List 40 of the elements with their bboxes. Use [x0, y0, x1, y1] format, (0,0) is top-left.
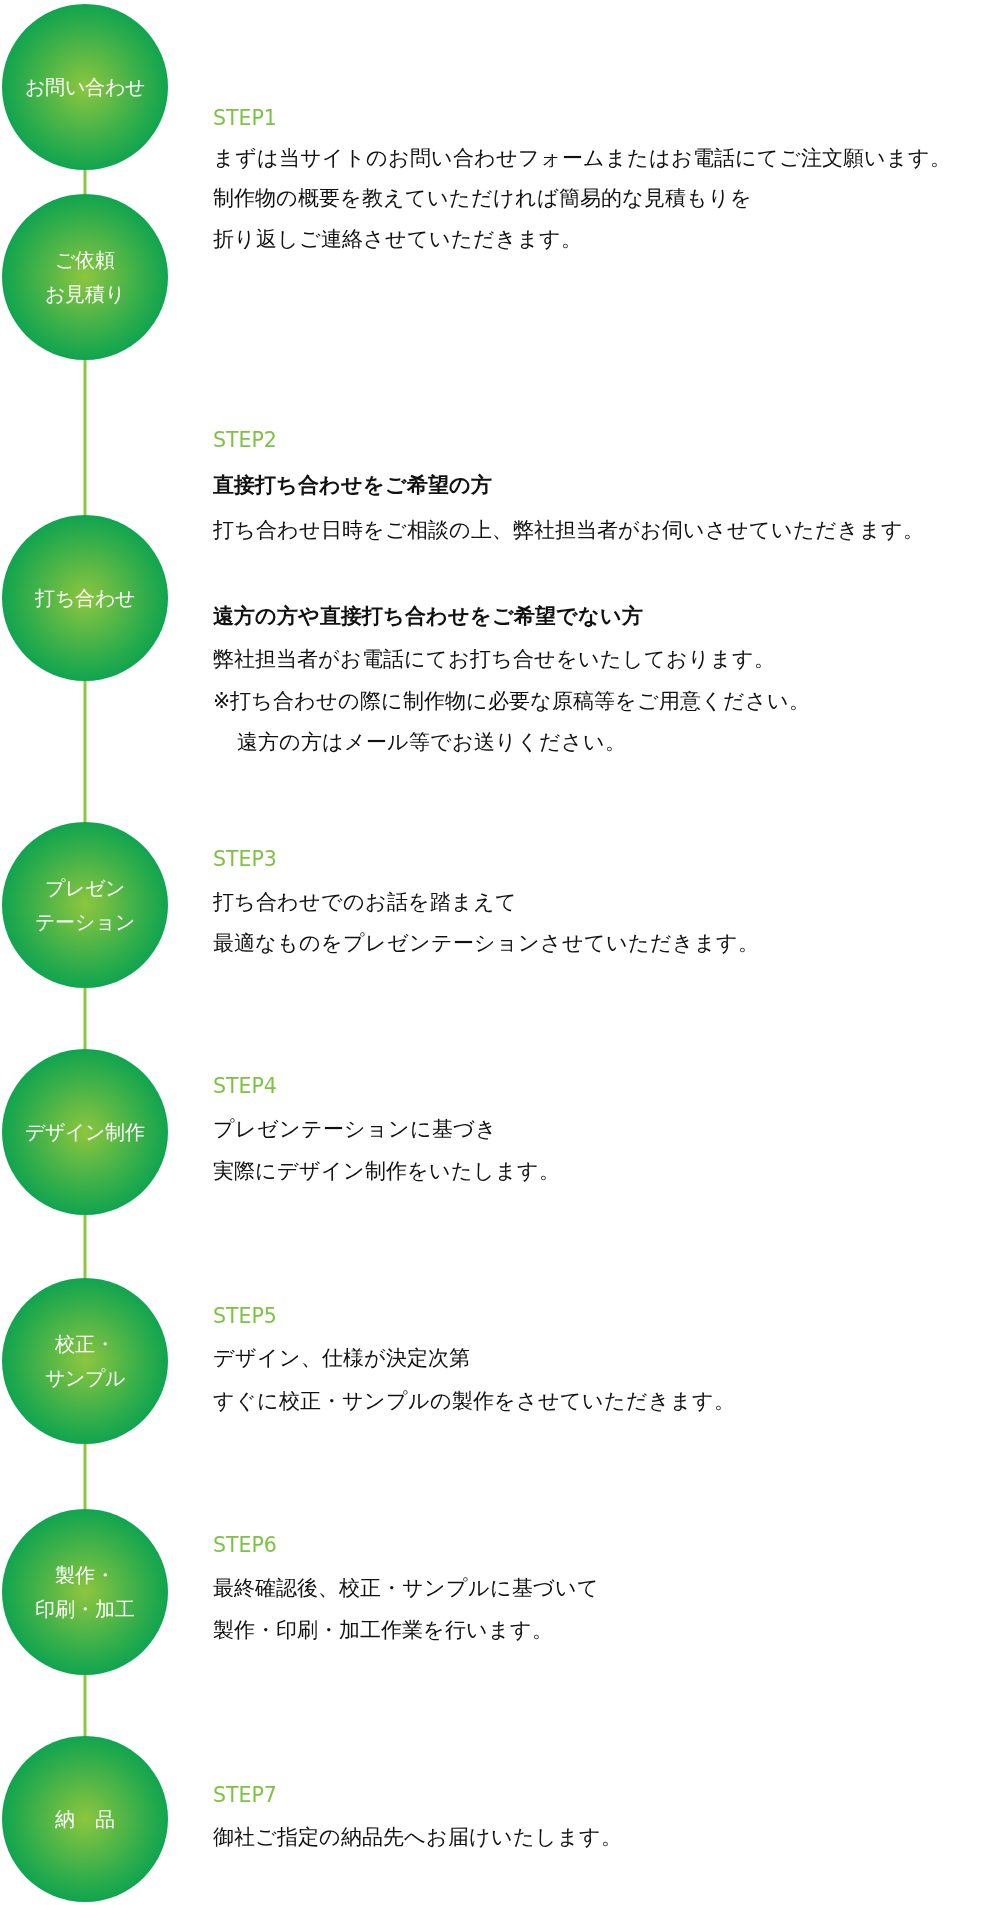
step-name: 納 品 [55, 1806, 115, 1833]
description-text: プレゼンテーションに基づき [213, 1116, 497, 1143]
connector-line [83, 988, 87, 1049]
connector-line [83, 1215, 87, 1278]
step-name: プレゼンテーション [35, 875, 135, 936]
step-name: 製作・印刷・加工 [35, 1562, 135, 1623]
step-number: STEP3 [213, 846, 277, 873]
description-text: 制作物の概要を教えていただければ簡易的な見積もりを [213, 185, 752, 212]
description-text: ※打ち合わせの際に制作物に必要な原稿等をご用意ください。 [213, 688, 811, 715]
step-number: STEP4 [213, 1073, 277, 1100]
step-number: STEP1 [213, 105, 277, 132]
description-text: 打ち合わせでのお話を踏まえて [213, 889, 517, 916]
heading: 遠方の方や直接打ち合わせをご希望でない方 [213, 603, 643, 630]
connector-line [83, 360, 87, 515]
connector-line [83, 1444, 87, 1509]
connector-line [83, 681, 87, 822]
step-number: STEP6 [213, 1532, 277, 1559]
step-name: 打ち合わせ [35, 585, 135, 612]
description-text: 折り返しご連絡させていただきます。 [213, 226, 582, 253]
step-number: STEP2 [213, 427, 277, 454]
description-text: すぐに校正・サンプルの製作をさせていただきます。 [213, 1388, 735, 1415]
description-text: 最終確認後、校正・サンプルに基づいて [213, 1575, 599, 1602]
connector-line [83, 170, 87, 194]
step-name: 校正・サンプル [45, 1331, 125, 1392]
step-name: お問い合わせ [25, 74, 145, 101]
step-number: STEP5 [213, 1303, 277, 1330]
description-text: デザイン、仕様が決定次第 [213, 1345, 470, 1372]
description-text: 遠方の方はメール等でお送りください。 [237, 729, 626, 756]
step-name: ご依頼お見積り [45, 247, 125, 308]
connector-line [83, 1675, 87, 1736]
description-text: 最適なものをプレゼンテーションさせていただきます。 [213, 930, 759, 957]
description-text: 実際にデザイン制作をいたします。 [213, 1158, 560, 1185]
description-text: まずは当サイトのお問い合わせフォームまたはお電話にてご注文願います。 [213, 145, 951, 172]
step-name: デザイン制作 [25, 1119, 145, 1146]
description-text: 製作・印刷・加工作業を行います。 [213, 1617, 553, 1644]
heading: 直接打ち合わせをご希望の方 [213, 472, 492, 499]
description-text: 弊社担当者がお電話にてお打ち合せをいたしております。 [213, 646, 775, 673]
description-text: 打ち合わせ日時をご相談の上、弊社担当者がお伺いさせていただきます。 [213, 517, 924, 544]
step-number: STEP7 [213, 1782, 277, 1809]
description-text: 御社ご指定の納品先へお届けいたします。 [213, 1824, 622, 1851]
